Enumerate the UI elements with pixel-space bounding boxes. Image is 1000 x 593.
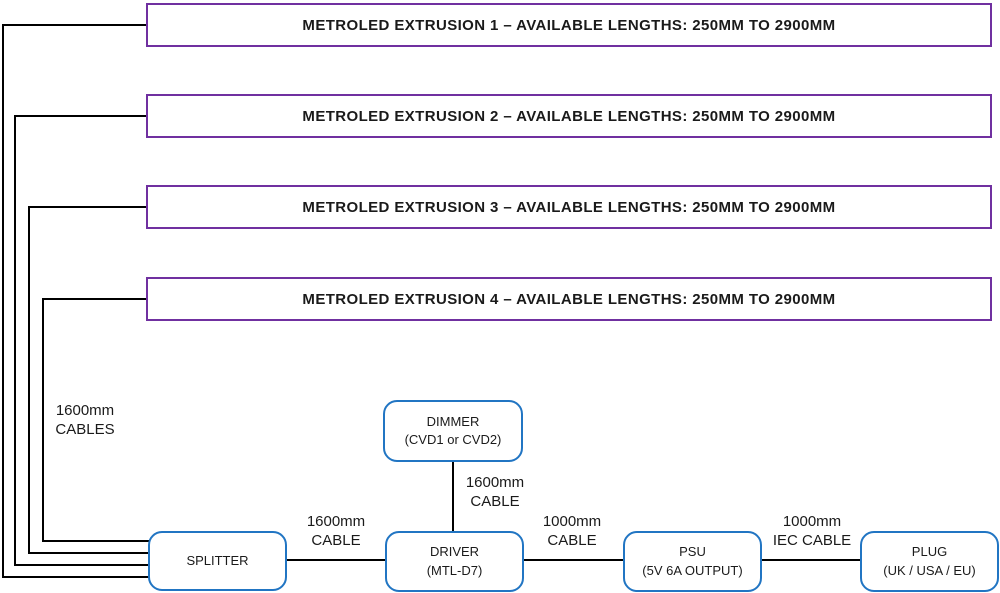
driver-psu-word: CABLE (547, 531, 597, 549)
driver-node: DRIVER (MTL-D7) (385, 531, 524, 592)
splitter-node: SPLITTER (148, 531, 287, 591)
dimmer-driver-word: CABLE (470, 492, 520, 510)
splitter-driver-length: 1600mm (306, 513, 366, 530)
extrusion-box-3: METROLED EXTRUSION 3 – AVAILABLE LENGTHS… (146, 185, 992, 229)
extrusion-2-label: METROLED EXTRUSION 2 – AVAILABLE LENGTHS… (302, 107, 836, 125)
left-cables-length: 1600mm (55, 402, 115, 419)
psu-plug-word: IEC CABLE (772, 531, 852, 549)
psu-node: PSU (5V 6A OUTPUT) (623, 531, 762, 592)
driver-psu-cable-label: 1000mm CABLE (527, 513, 617, 551)
extrusion-box-2: METROLED EXTRUSION 2 – AVAILABLE LENGTHS… (146, 94, 992, 138)
dimmer-detail: (CVD1 or CVD2) (404, 432, 502, 447)
dimmer-name: DIMMER (426, 413, 480, 429)
dimmer-driver-length: 1600mm (465, 474, 525, 491)
splitter-driver-word: CABLE (311, 531, 361, 549)
splitter-name: SPLITTER (186, 552, 249, 568)
extrusion-box-1: METROLED EXTRUSION 1 – AVAILABLE LENGTHS… (146, 3, 992, 47)
psu-plug-cable-label: 1000mm IEC CABLE (767, 513, 857, 551)
dimmer-driver-cable-label: 1600mm CABLE (450, 474, 540, 512)
splitter-driver-cable-label: 1600mm CABLE (291, 513, 381, 551)
extrusion-4-label: METROLED EXTRUSION 4 – AVAILABLE LENGTHS… (302, 290, 836, 308)
extrusion-1-label: METROLED EXTRUSION 1 – AVAILABLE LENGTHS… (302, 16, 836, 34)
plug-name: PLUG (911, 544, 948, 560)
left-cables-label: 1600mm CABLES (40, 402, 130, 440)
dimmer-node: DIMMER (CVD1 or CVD2) (383, 400, 523, 462)
driver-psu-length: 1000mm (542, 513, 602, 530)
connector-extrusion-2 (14, 115, 150, 566)
extrusion-box-4: METROLED EXTRUSION 4 – AVAILABLE LENGTHS… (146, 277, 992, 321)
connector-extrusion-1 (2, 24, 150, 578)
driver-detail: (MTL-D7) (426, 562, 483, 578)
driver-name: DRIVER (429, 544, 480, 560)
extrusion-3-label: METROLED EXTRUSION 3 – AVAILABLE LENGTHS… (302, 198, 836, 216)
psu-detail: (5V 6A OUTPUT) (642, 562, 743, 578)
left-cables-word: CABLES (55, 420, 115, 438)
psu-name: PSU (679, 544, 706, 560)
psu-plug-length: 1000mm (782, 513, 842, 530)
plug-node: PLUG (UK / USA / EU) (860, 531, 999, 592)
plug-detail: (UK / USA / EU) (883, 562, 976, 578)
connector-extrusion-3 (28, 206, 150, 554)
